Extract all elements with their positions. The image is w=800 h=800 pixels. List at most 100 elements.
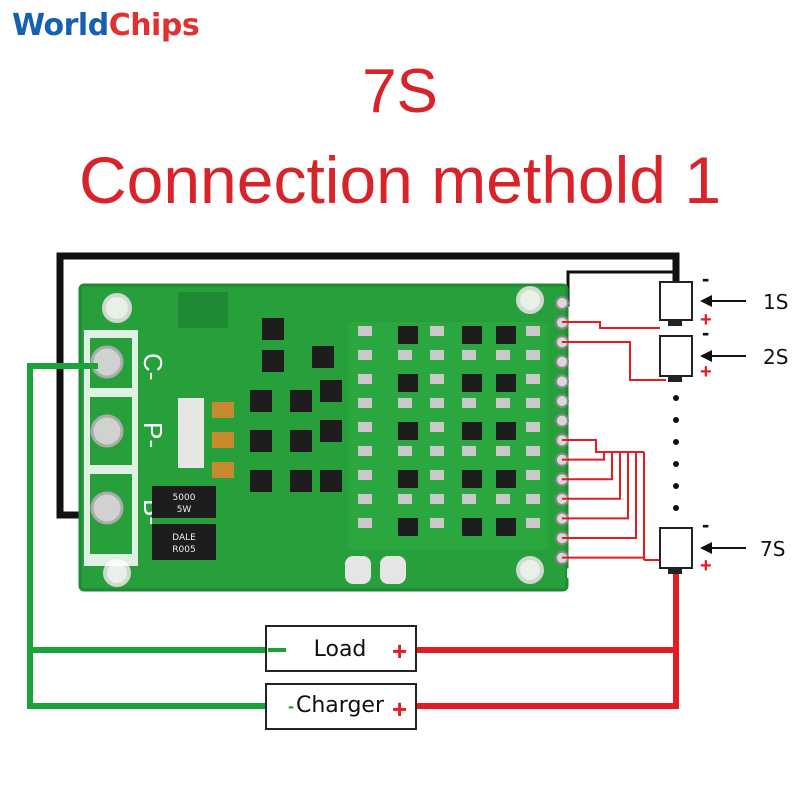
charger-box: - Charger +	[265, 683, 417, 730]
smd-component	[398, 350, 412, 360]
ic-chip	[320, 470, 342, 492]
smd-component	[462, 398, 476, 408]
charger-minus: -	[288, 696, 294, 716]
page-subtitle: Connection methold 1	[78, 143, 722, 217]
pad-p-minus	[90, 414, 124, 448]
ic-chip	[320, 380, 342, 402]
cell-7s-label: 7S	[760, 537, 785, 561]
smd-component	[358, 518, 372, 528]
smd-component	[496, 398, 510, 408]
header-pin	[555, 354, 569, 369]
smd-component	[430, 422, 444, 432]
ic-chip	[262, 350, 284, 372]
cell-1s-plus: +	[700, 309, 712, 331]
header-number-2: 2	[573, 356, 583, 376]
smd-component	[358, 446, 372, 456]
smd-component	[430, 494, 444, 504]
ic-chip	[290, 390, 312, 412]
capacitor	[212, 462, 234, 478]
header-number-5: 5	[573, 419, 583, 439]
smd-component	[526, 326, 540, 336]
smd-component	[358, 398, 372, 408]
cell-7s-minus: -	[702, 512, 709, 537]
header-number-4: 4	[573, 398, 583, 418]
brand-logo: WorldChips	[12, 8, 200, 43]
load-label: Load	[314, 637, 367, 662]
pad-c-minus	[90, 345, 124, 379]
balance-wires	[562, 321, 666, 561]
smd-component	[462, 470, 482, 488]
resistor-2-label-bottom: R005	[172, 545, 195, 555]
pad-b-minus	[90, 491, 124, 525]
cell-1s-label: 1S	[763, 290, 788, 314]
balance-wire	[562, 451, 644, 520]
arrow-1s-icon	[700, 295, 712, 307]
balance-wire-2	[562, 341, 666, 381]
via-grid	[178, 292, 228, 468]
diode	[345, 556, 371, 584]
ic-chip	[320, 420, 342, 442]
resistor-2-label-top: DALE	[172, 533, 196, 543]
capacitor	[212, 432, 234, 448]
smd-component	[430, 350, 444, 360]
header-number-3: 3	[573, 377, 583, 397]
ic-chip	[250, 470, 272, 492]
cell-2s: - + 2S	[659, 320, 788, 383]
smd-component	[358, 422, 372, 432]
ic-chip	[290, 430, 312, 452]
black-wire-b-minus	[56, 252, 680, 519]
header-pin	[555, 296, 569, 310]
smd-component	[496, 374, 516, 392]
smd-component	[398, 374, 418, 392]
smd-component	[496, 518, 516, 536]
smd-component	[398, 446, 412, 456]
smd-component	[462, 374, 482, 392]
smd-component	[398, 518, 418, 536]
smd-component	[358, 350, 372, 360]
cell-2s-plus: +	[700, 361, 712, 383]
smd-component	[358, 494, 372, 504]
cell-1s: - + 1S	[659, 266, 788, 331]
page-title: 7S	[362, 57, 438, 126]
brand-logo-part2: Chips	[108, 8, 200, 43]
header-pin	[555, 374, 569, 389]
smd-component	[430, 326, 444, 336]
smd-component	[496, 494, 510, 504]
balance-components	[348, 322, 548, 550]
charger-plus: +	[392, 694, 407, 724]
brand-logo-part1: World	[12, 8, 109, 43]
smd-component	[398, 398, 412, 408]
green-wire-main	[27, 363, 268, 709]
smd-component	[398, 422, 418, 440]
smd-component	[526, 518, 540, 528]
ic-chip	[250, 390, 272, 412]
smd-component	[398, 494, 412, 504]
smd-component	[430, 446, 444, 456]
smd-component	[462, 422, 482, 440]
smd-component	[358, 326, 372, 336]
smd-component	[526, 398, 540, 408]
resistor-1-label-bottom: 5W	[177, 505, 192, 515]
ic-chip	[262, 318, 284, 340]
smd-component	[526, 350, 540, 360]
smd-component	[496, 470, 516, 488]
balance-wire-1	[562, 321, 660, 329]
load-plus: +	[392, 636, 407, 666]
cell-2s-label: 2S	[763, 345, 788, 369]
header-number-1: 1	[573, 335, 583, 355]
series-ellipsis	[673, 395, 679, 511]
smd-component	[398, 326, 418, 344]
smd-component	[526, 470, 540, 480]
header-pin	[555, 394, 569, 408]
smd-component	[462, 494, 476, 504]
shunt-resistor-2	[152, 524, 216, 560]
smd-component	[526, 494, 540, 504]
header-label-b-plus: B+	[566, 565, 584, 581]
header-pin	[555, 413, 569, 428]
shunt-resistor-1	[152, 486, 216, 518]
smd-component	[462, 326, 482, 344]
ic-chip	[250, 430, 272, 452]
pad-label-c-minus: C-	[138, 353, 168, 380]
pcb-board: C- P- B- 5000 5W DALE R005 B- 1 2 3 4 5 …	[78, 283, 587, 592]
